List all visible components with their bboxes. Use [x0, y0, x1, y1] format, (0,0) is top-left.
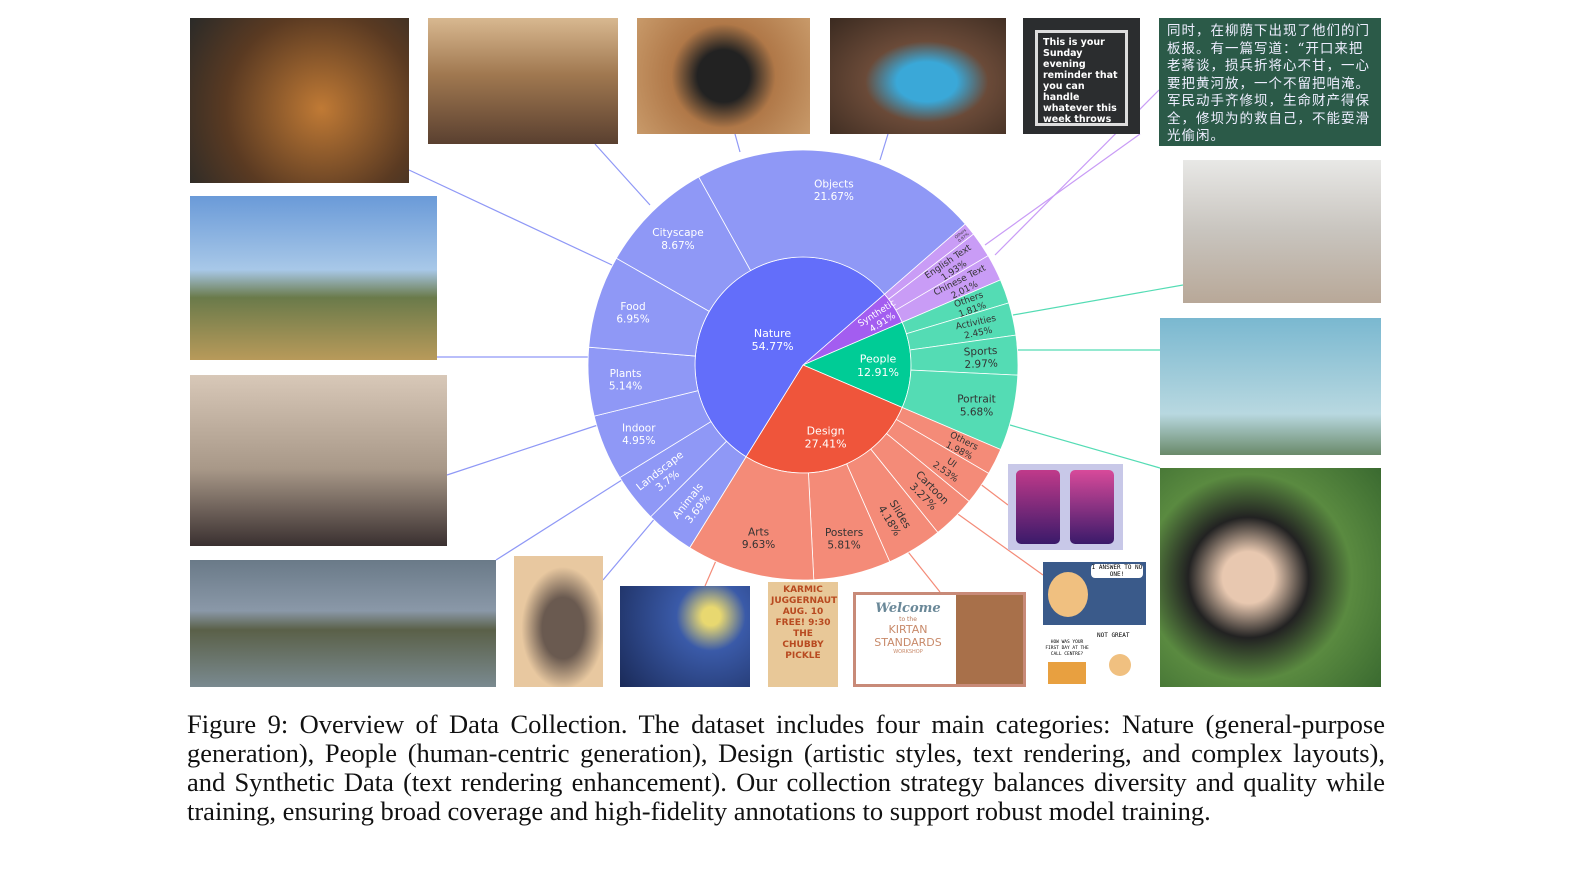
cartoon-comic-image: I ANSWER TO NO ONE! HOW WAS YOUR FIRST D…: [1043, 562, 1146, 687]
leader-line: [602, 509, 663, 581]
elephant-image: [514, 556, 603, 687]
reminder-text: This is your Sunday evening reminder tha…: [1035, 30, 1128, 126]
leader-line: [495, 477, 626, 561]
starry-night-image: [620, 586, 750, 687]
wedge-label-people-sports: Sports2.97%: [963, 345, 998, 371]
kirtan-slide-image: Welcome to the KIRTAN STANDARDS WORKSHOP: [853, 592, 1026, 687]
chinese-text-image: 同时，在柳荫下出现了他们的门板报。有一篇写道：“开口来把老蒋谈，损兵折将心不甘，…: [1159, 18, 1381, 146]
leader-line: [984, 133, 1141, 246]
cityscape-image: [428, 18, 618, 144]
wedge-nature-objects: [698, 149, 966, 295]
poster-text: KARMIC JUGGERNAUT AUG. 10 FREE! 9:30 THE…: [771, 585, 838, 661]
leader-line: [594, 143, 651, 206]
comic-bubble-1: I ANSWER TO NO ONE!: [1091, 564, 1143, 578]
ui-app-image: [1008, 464, 1123, 550]
comic-bubble-3: NOT GREAT: [1097, 632, 1130, 639]
slide-workshop: WORKSHOP: [893, 649, 923, 655]
slide-to-the: to the: [899, 616, 917, 623]
slide-welcome: Welcome: [875, 601, 941, 616]
leader-line: [954, 511, 1044, 576]
leader-line: [734, 133, 741, 153]
slide-title: KIRTAN STANDARDS: [874, 623, 942, 649]
leader-line: [904, 547, 941, 593]
sports-image: [1160, 318, 1381, 455]
landscape-image: [190, 560, 496, 687]
leader-line: [446, 424, 599, 476]
figure-caption: Figure 9: Overview of Data Collection. T…: [187, 709, 1385, 826]
english-text-image: This is your Sunday evening reminder tha…: [1023, 18, 1140, 134]
toy-car-image: [830, 18, 1006, 134]
portrait-image: [1160, 468, 1381, 687]
comic-bubble-2: HOW WAS YOUR FIRST DAY AT THE CALL CENTR…: [1045, 640, 1089, 657]
family-image: [1183, 160, 1381, 303]
objects-bag-image: [637, 18, 810, 134]
indoor-image: [190, 375, 447, 546]
leader-line: [408, 169, 613, 266]
food-image: [190, 18, 409, 183]
leader-line: [879, 133, 889, 161]
leader-line: [1009, 424, 1161, 469]
sunburst-chart: Synthetic4.91%Others0.97%English Text1.9…: [408, 89, 1184, 593]
concert-poster-image: KARMIC JUGGERNAUT AUG. 10 FREE! 9:30 THE…: [768, 582, 838, 687]
plants-tree-image: [190, 196, 437, 360]
leader-line: [1012, 284, 1184, 316]
chinese-text: 同时，在柳荫下出现了他们的门板报。有一篇写道：“开口来把老蒋谈，损兵折将心不甘，…: [1167, 23, 1370, 144]
